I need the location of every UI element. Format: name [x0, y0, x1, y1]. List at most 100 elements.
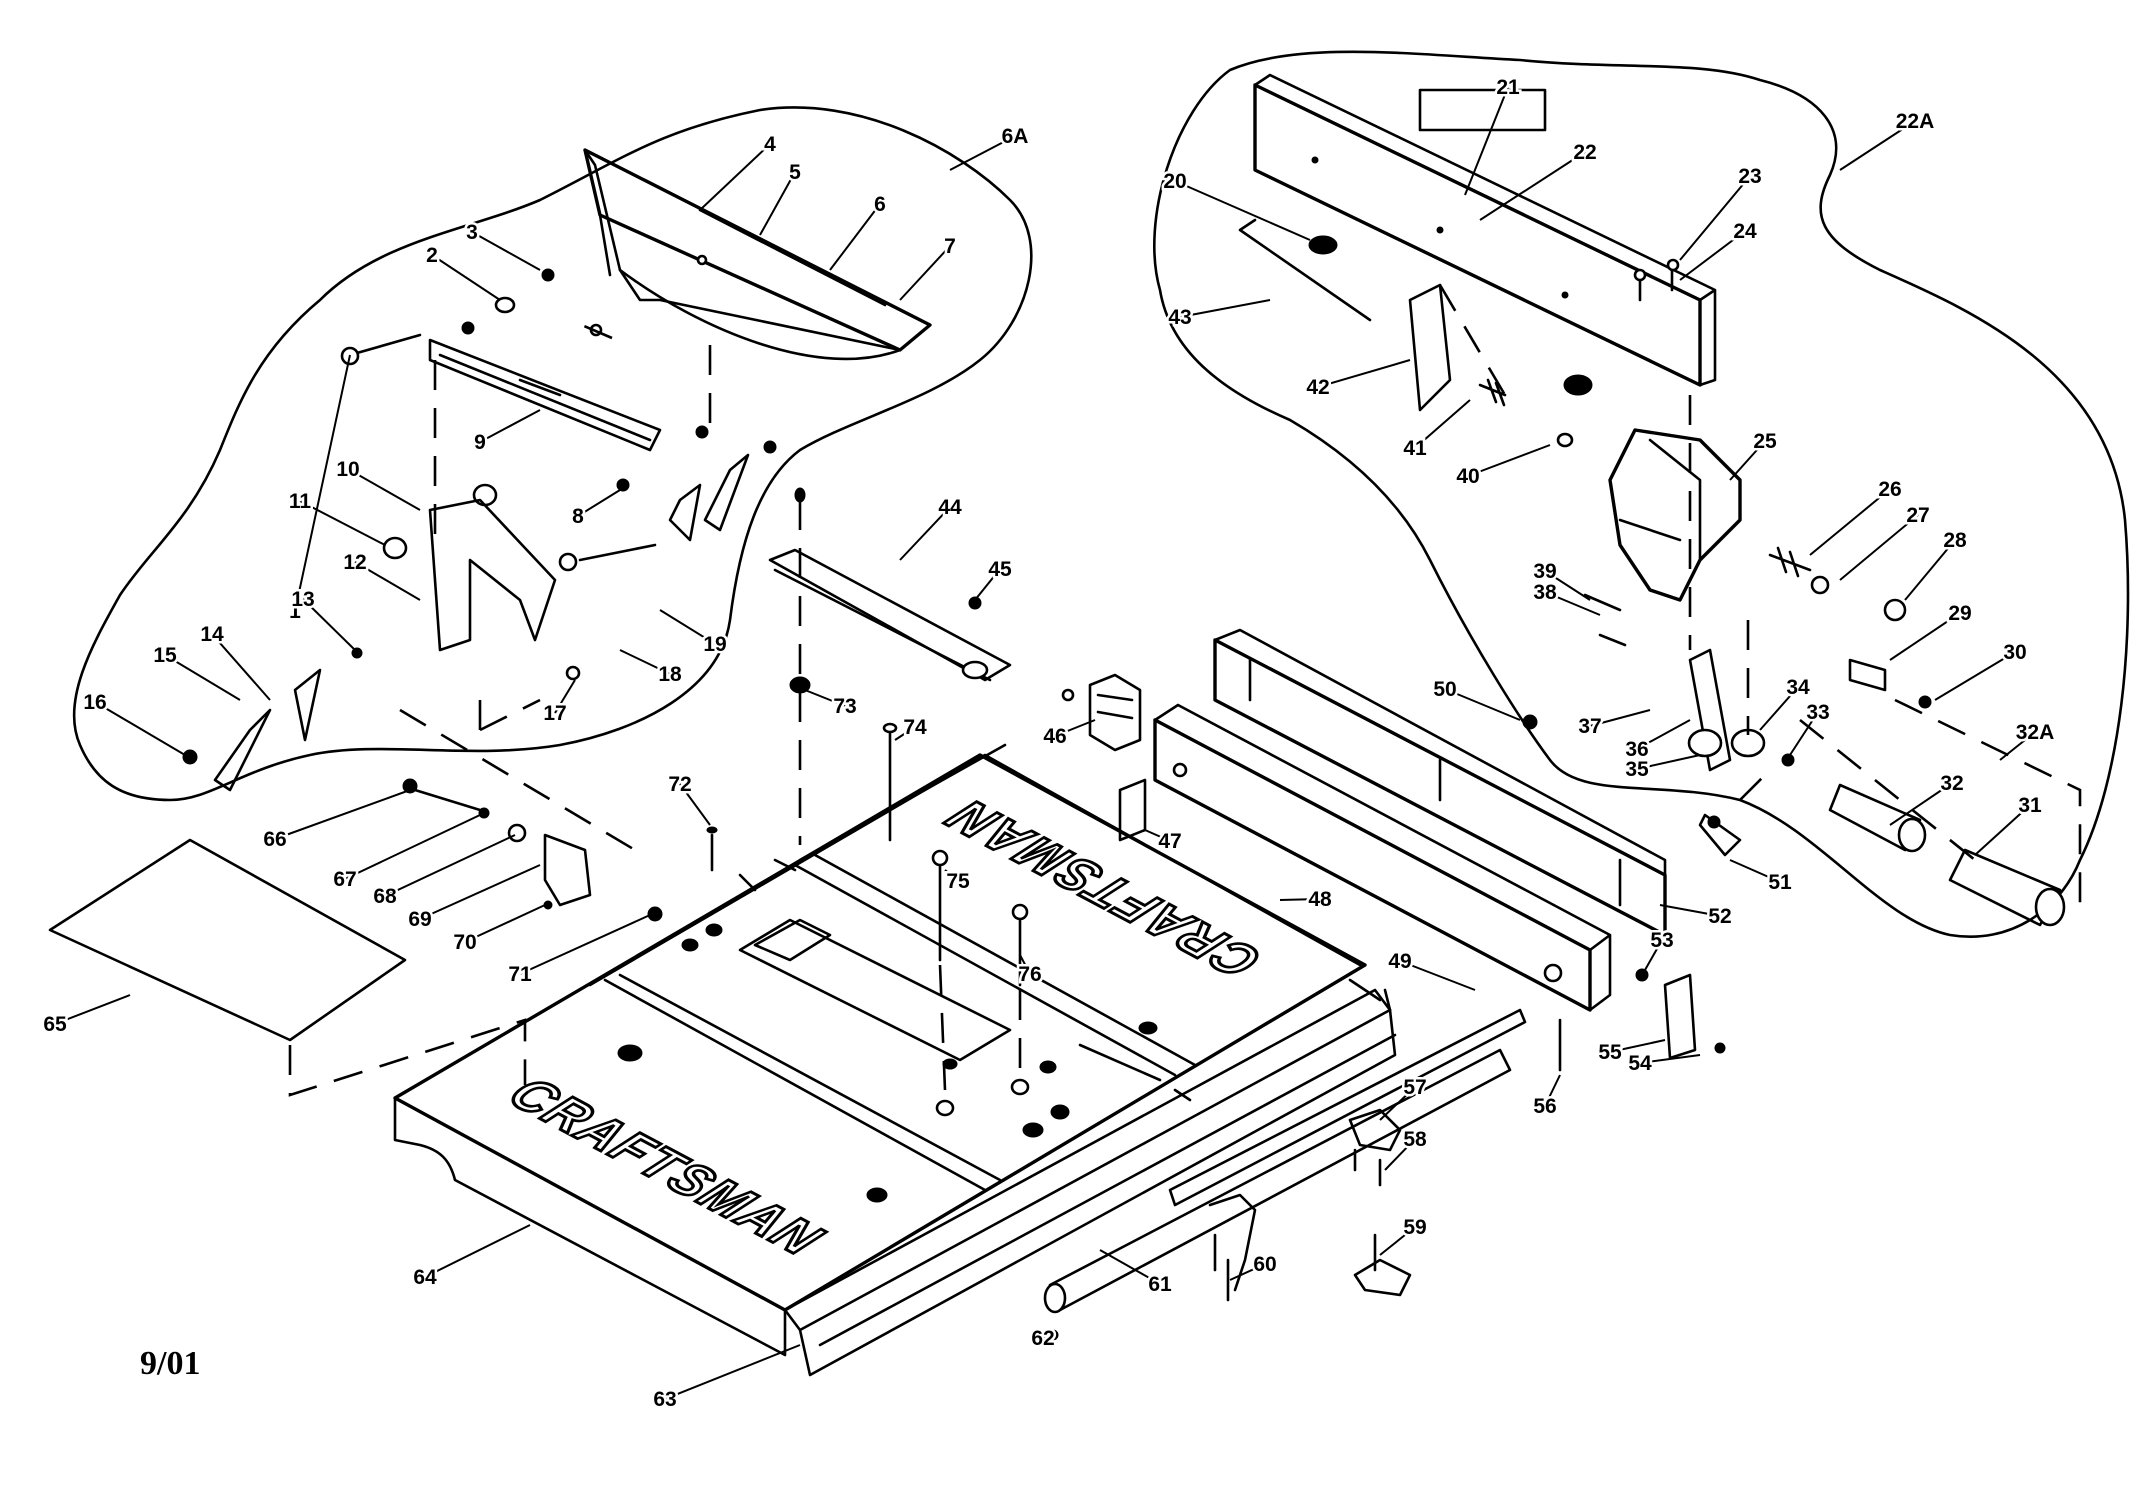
leader-line-26	[1809, 488, 1891, 556]
part-label-61: 61	[1148, 1273, 1172, 1296]
part-label-74: 74	[903, 716, 927, 739]
part-label-53: 53	[1650, 929, 1673, 952]
part-label-22: 22	[1573, 141, 1596, 164]
part-label-72: 72	[668, 773, 691, 796]
part-label-65: 65	[43, 1013, 67, 1036]
leader-line-45	[974, 568, 1001, 601]
fence-assembly-outline	[1153, 50, 2130, 938]
part-label-1: 1	[289, 600, 301, 623]
leader-line-57	[1379, 1086, 1416, 1121]
part-label-60: 60	[1253, 1253, 1276, 1276]
leader-line-55	[1609, 1039, 1666, 1053]
leader-line-64	[424, 1224, 531, 1278]
leader-line-25	[1729, 440, 1766, 481]
leader-line-44	[899, 506, 951, 561]
leader-line-7	[899, 245, 951, 301]
table-top	[393, 753, 1367, 1312]
leader-line-6a	[949, 135, 1016, 171]
leader-line-39	[1544, 570, 1591, 601]
leader-line-66	[274, 789, 411, 840]
leader-line-65	[54, 994, 131, 1025]
leader-line-28	[1904, 539, 1956, 601]
leader-line-6	[829, 203, 881, 271]
part-label-4: 4	[764, 133, 776, 156]
part-label-57: 57	[1403, 1076, 1426, 1099]
leader-line-48	[1279, 898, 1321, 901]
part-label-27: 27	[1906, 504, 1929, 527]
part-label-28: 28	[1943, 529, 1967, 552]
leader-line-73	[804, 689, 846, 707]
leader-line-27	[1839, 514, 1919, 581]
part-label-14: 14	[200, 623, 224, 646]
date-code: 9/01	[140, 1345, 200, 1382]
part-label-26: 26	[1878, 478, 1901, 501]
leader-line-74	[894, 726, 916, 741]
part-label-44: 44	[938, 496, 962, 519]
leader-line-21	[1464, 86, 1509, 196]
part-label-63: 63	[653, 1388, 676, 1411]
leader-line-68	[384, 834, 516, 897]
part-label-47: 47	[1158, 830, 1181, 853]
part-label-11: 11	[289, 490, 312, 513]
part-label-24: 24	[1733, 220, 1757, 243]
part-label-19: 19	[703, 633, 726, 656]
part-label-20: 20	[1163, 170, 1186, 193]
leader-line-37	[1589, 709, 1651, 727]
part-label-25: 25	[1753, 430, 1777, 453]
guard-assembly-outline	[72, 106, 1033, 802]
leader-line-52	[1659, 904, 1721, 917]
leader-line-22a	[1839, 120, 1916, 171]
part-label-7: 7	[944, 235, 956, 258]
part-label-3: 3	[466, 221, 478, 244]
leader-line-31	[1974, 804, 2031, 856]
leader-line-23	[1679, 175, 1751, 261]
leader-line-35	[1636, 754, 1701, 770]
part-label-41: 41	[1403, 437, 1427, 460]
leader-line-30	[1934, 651, 2016, 701]
part-label-52: 52	[1708, 905, 1731, 928]
leader-line-71	[519, 914, 651, 975]
leader-line-5	[759, 171, 796, 236]
part-label-50: 50	[1433, 678, 1456, 701]
part-label-67: 67	[333, 868, 356, 891]
leader-line-56	[1544, 1074, 1561, 1107]
leader-line-34	[1759, 686, 1799, 731]
leader-line-69	[419, 864, 541, 920]
part-label-29: 29	[1948, 602, 1971, 625]
part-label-43: 43	[1168, 306, 1191, 329]
part-label-34: 34	[1786, 676, 1810, 699]
assembly-label-6a: 6A	[1002, 125, 1029, 148]
part-label-9: 9	[474, 431, 486, 454]
part-label-45: 45	[988, 558, 1012, 581]
leader-line-61	[1099, 1249, 1161, 1285]
leader-line-15	[164, 654, 241, 701]
leader-line-70	[464, 904, 546, 943]
part-label-12: 12	[343, 551, 366, 574]
part-label-36: 36	[1625, 738, 1648, 761]
leader-line-67	[344, 814, 481, 880]
part-label-59: 59	[1403, 1216, 1426, 1239]
part-label-18: 18	[658, 663, 682, 686]
part-label-30: 30	[2003, 641, 2026, 664]
part-label-56: 56	[1533, 1095, 1556, 1118]
leader-line-32	[1889, 782, 1953, 826]
leader-line-58	[1384, 1138, 1416, 1171]
leader-line-29	[1889, 612, 1961, 661]
part-label-62: 62	[1031, 1327, 1054, 1350]
leader-line-43	[1179, 299, 1271, 318]
part-label-58: 58	[1403, 1128, 1427, 1151]
leader-line-33	[1789, 711, 1819, 756]
part-label-31: 31	[2018, 794, 2042, 817]
leader-line-32a	[1999, 731, 2036, 761]
leader-line-8	[577, 489, 621, 517]
part-label-64: 64	[413, 1266, 437, 1289]
leader-line-13	[302, 598, 356, 651]
part-label-21: 21	[1496, 76, 1520, 99]
leader-line-14	[211, 633, 271, 701]
table-brand-front: CRAFTSMAN	[497, 1068, 837, 1265]
leader-line-16	[94, 701, 186, 756]
part-label-13: 13	[291, 588, 314, 611]
part-label-32: 32	[1940, 772, 1963, 795]
part-label-71: 71	[508, 963, 532, 986]
part-label-33: 33	[1806, 701, 1829, 724]
